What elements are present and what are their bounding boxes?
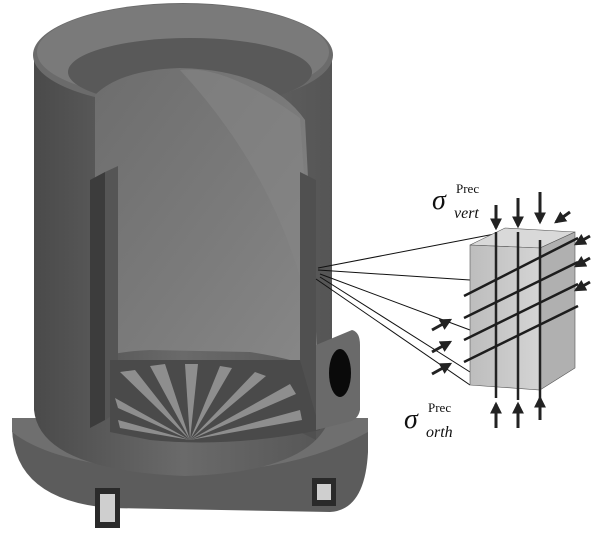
sigma-vert-superscript: Prec xyxy=(456,181,480,196)
sigma-vert-label: σ Prec vert xyxy=(432,181,479,222)
orth-arrow-upper-1 xyxy=(554,210,571,224)
sigma-orth-label: σ Prec orth xyxy=(404,400,453,441)
sigma-orth-symbol: σ xyxy=(404,404,418,435)
detail-block xyxy=(463,227,579,400)
sigma-vert-subscript: vert xyxy=(454,205,479,222)
inner-cavity xyxy=(90,68,318,440)
orth-arrow-right-2 xyxy=(573,256,591,268)
orth-arrow-left-3 xyxy=(431,362,453,376)
support-feet xyxy=(95,478,336,528)
side-nozzle xyxy=(316,330,360,430)
floor-pattern xyxy=(110,360,320,443)
orth-arrow-left-2 xyxy=(431,340,453,354)
sigma-orth-superscript: Prec xyxy=(428,400,452,415)
stress-arrows xyxy=(431,192,591,428)
orth-arrow-right-3 xyxy=(573,280,591,292)
orth-arrow-right-1 xyxy=(573,234,591,246)
orth-arrow-left-1 xyxy=(431,318,453,332)
sigma-vert-symbol: σ xyxy=(432,185,446,216)
sigma-orth-subscript: orth xyxy=(426,424,453,441)
